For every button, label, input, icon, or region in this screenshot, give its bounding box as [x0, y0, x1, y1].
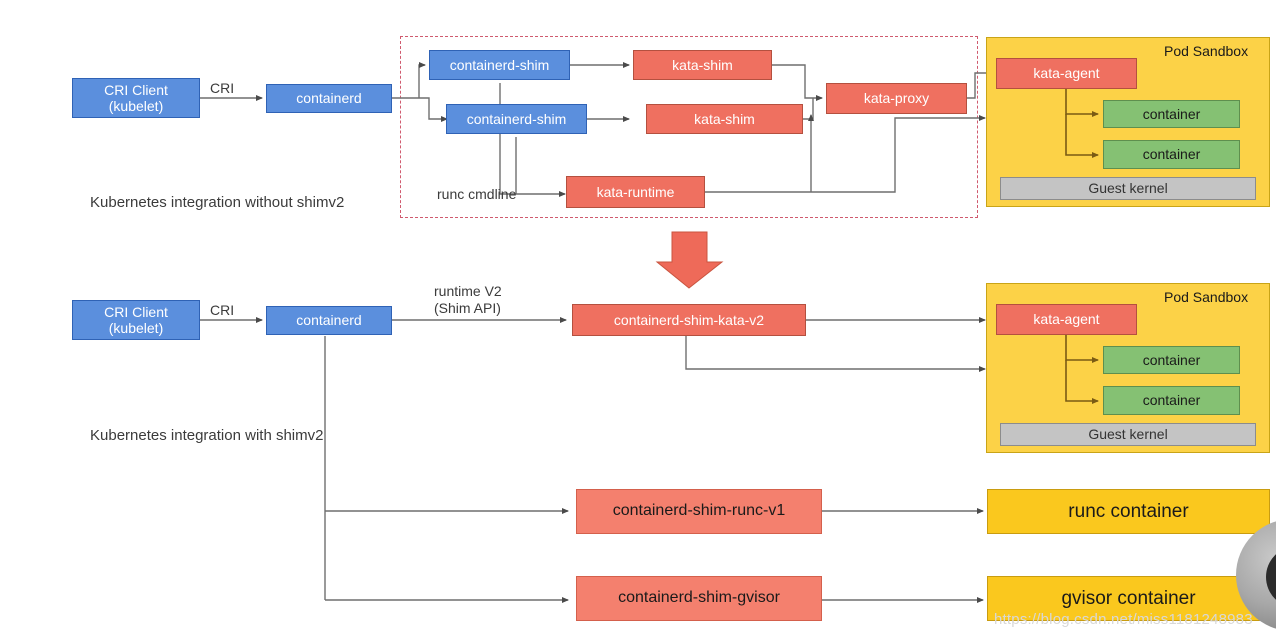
top-pod-container-2-label: container: [1142, 146, 1201, 163]
bottom-containerd-label: containerd: [296, 312, 362, 329]
source-watermark: https://blog.csdn.net/miss1181248983: [994, 611, 1253, 628]
top-kata-shim-2-label: kata-shim: [694, 110, 755, 127]
top-kata-agent-label: kata-agent: [1033, 65, 1100, 82]
top-containerd-shim-1-label: containerd-shim: [449, 56, 550, 73]
top-containerd-shim-2-box: containerd-shim: [446, 104, 587, 134]
top-diagram-caption: Kubernetes integration without shimv2: [90, 194, 345, 211]
top-guest-kernel-label: Guest kernel: [1088, 180, 1168, 197]
bottom-containerd-shim-kata-v2-label: containerd-shim-kata-v2: [613, 311, 765, 328]
bottom-containerd-box: containerd: [266, 306, 392, 335]
bottom-kata-agent-label: kata-agent: [1033, 311, 1100, 328]
bottom-containerd-shim-runc-v1-box: containerd-shim-runc-v1: [576, 489, 822, 534]
bottom-runtime-v2-label-line1: runtime V2: [434, 283, 502, 299]
top-kata-agent-box: kata-agent: [996, 58, 1137, 89]
gvisor-container-label: gvisor container: [1061, 587, 1196, 609]
bottom-containerd-shim-gvisor-label: containerd-shim-gvisor: [618, 589, 780, 607]
bottom-pod-container-1-box: container: [1103, 346, 1240, 374]
top-containerd-shim-2-label: containerd-shim: [466, 110, 567, 127]
camera-bubble-inner: [1266, 546, 1276, 608]
bottom-cri-client-box: CRI Client (kubelet): [72, 300, 200, 340]
bottom-cri-client-label-line2: (kubelet): [108, 320, 164, 336]
bottom-diagram-caption: Kubernetes integration with shimv2: [90, 427, 324, 444]
top-kata-shim-1-label: kata-shim: [672, 56, 733, 73]
top-pod-container-1-box: container: [1103, 100, 1240, 128]
bottom-guest-kernel-label: Guest kernel: [1088, 426, 1168, 443]
top-kata-proxy-label: kata-proxy: [863, 90, 930, 107]
bottom-containerd-shim-kata-v2-box: containerd-shim-kata-v2: [572, 304, 806, 336]
top-kata-shim-1-box: kata-shim: [633, 50, 772, 80]
top-pod-sandbox-title: Pod Sandbox: [1164, 43, 1249, 59]
bottom-pod-container-1-label: container: [1142, 351, 1201, 368]
top-containerd-box: containerd: [266, 84, 392, 113]
top-kata-runtime-box: kata-runtime: [566, 176, 705, 208]
top-pod-container-2-box: container: [1103, 140, 1240, 169]
runc-container-label: runc container: [1068, 500, 1189, 522]
top-containerd-shim-1-box: containerd-shim: [429, 50, 570, 80]
bottom-runtime-v2-label-line2: (Shim API): [434, 300, 501, 316]
bottom-guest-kernel-box: Guest kernel: [1000, 423, 1256, 446]
top-kata-proxy-box: kata-proxy: [826, 83, 967, 114]
top-cri-client-label-line1: CRI Client: [104, 81, 168, 98]
bottom-pod-sandbox-title: Pod Sandbox: [1164, 289, 1249, 305]
top-kata-runtime-label: kata-runtime: [596, 183, 675, 200]
top-cri-edge-label: CRI: [210, 80, 235, 96]
top-kata-shim-2-box: kata-shim: [646, 104, 803, 134]
top-containerd-label: containerd: [296, 90, 362, 107]
gvisor-container-box: gvisor container: [987, 576, 1270, 621]
bottom-pod-container-2-label: container: [1142, 392, 1201, 409]
top-pod-container-1-label: container: [1142, 105, 1201, 122]
bottom-containerd-shim-runc-v1-label: containerd-shim-runc-v1: [612, 502, 786, 520]
top-guest-kernel-box: Guest kernel: [1000, 177, 1256, 200]
bottom-kata-agent-box: kata-agent: [996, 304, 1137, 335]
top-runc-cmdline-label: runc cmdline: [437, 186, 517, 202]
top-cri-client-box: CRI Client (kubelet): [72, 78, 200, 118]
runc-container-box: runc container: [987, 489, 1270, 534]
top-cri-client-label-line2: (kubelet): [108, 98, 164, 114]
bottom-cri-edge-label: CRI: [210, 302, 235, 318]
bottom-cri-client-label-line1: CRI Client: [104, 303, 168, 320]
bottom-pod-container-2-box: container: [1103, 386, 1240, 415]
bottom-containerd-shim-gvisor-box: containerd-shim-gvisor: [576, 576, 822, 621]
